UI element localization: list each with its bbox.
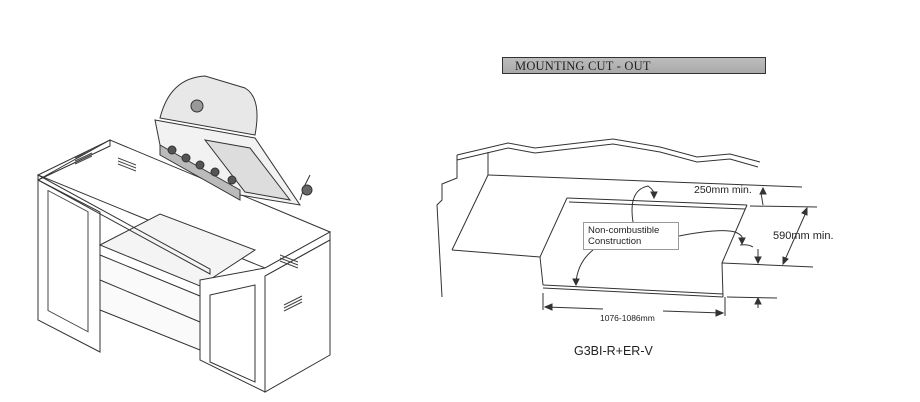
- section-title: MOUNTING CUT - OUT: [515, 59, 651, 73]
- dim-rear-clearance: 250mm min.: [694, 184, 752, 196]
- dim-width: 1076-1086mm: [600, 313, 655, 323]
- non-combustible-line1: Non-combustible: [588, 225, 660, 236]
- non-combustible-label: Non-combustible Construction: [583, 222, 679, 250]
- model-number: G3BI-R+ER-V: [574, 344, 653, 358]
- section-title-box: MOUNTING CUT - OUT: [502, 57, 766, 74]
- dim-depth: 590mm min.: [773, 230, 834, 242]
- cutout-diagram: [436, 138, 818, 317]
- grill-illustration: [154, 75, 313, 206]
- bbq-island-illustration: [36, 75, 332, 393]
- non-combustible-line2: Construction: [588, 236, 642, 247]
